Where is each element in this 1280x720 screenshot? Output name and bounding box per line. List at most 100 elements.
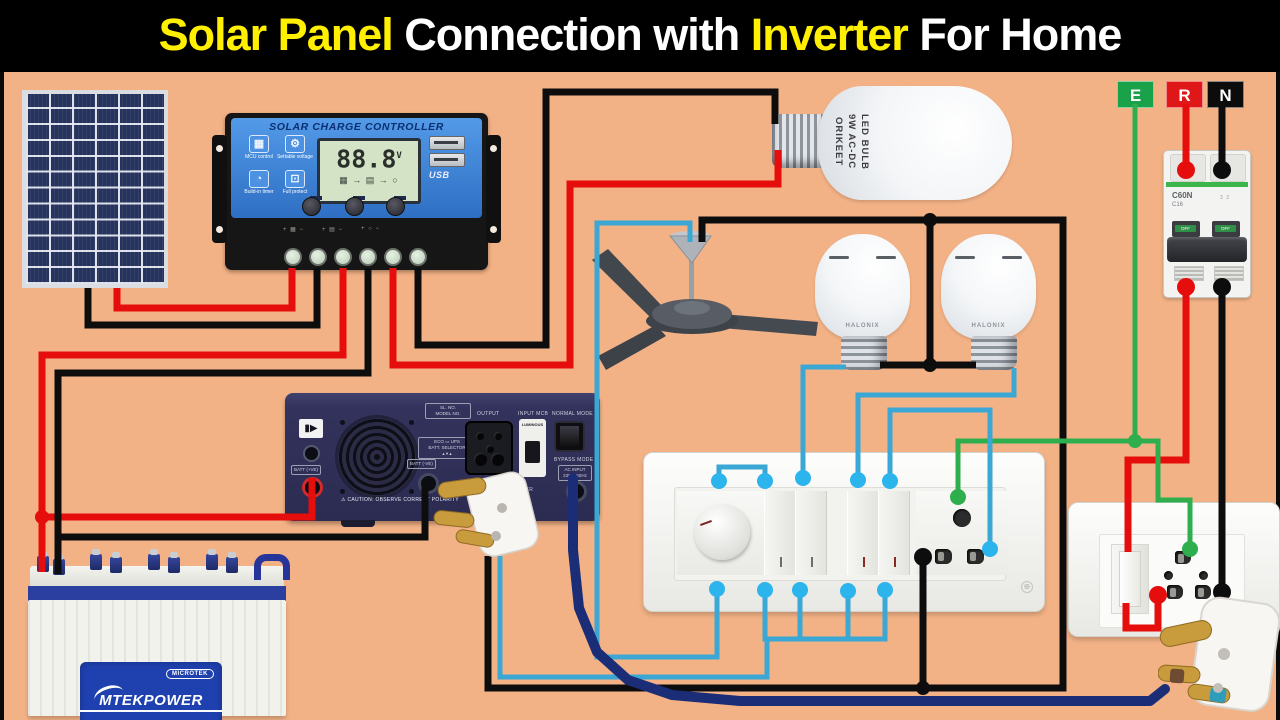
usb-label: USB [429, 170, 450, 180]
dc-jack[interactable] [303, 445, 320, 462]
controller-set-button[interactable] [302, 197, 321, 216]
terminal-pv-negative[interactable] [309, 248, 327, 266]
battery-blue-band [28, 586, 286, 601]
switch-1[interactable] [764, 491, 796, 575]
output-label: OUTPUT [477, 411, 500, 417]
inverter-output-plug[interactable] [430, 450, 542, 565]
bulb-brand: HALONIX [971, 323, 1006, 329]
controller-updown-button[interactable] [386, 197, 405, 216]
plug-screw [497, 503, 507, 513]
batt-positive-label: BATT (+VE) [291, 465, 321, 475]
plug-screw [1213, 683, 1223, 693]
battery-positive-terminal[interactable] [302, 477, 323, 498]
ceiling-fan [592, 231, 818, 370]
frame-edge-left [0, 72, 4, 720]
ac-supply-plug[interactable] [1158, 594, 1280, 720]
plug-screw [1218, 648, 1230, 660]
switch-3[interactable] [847, 491, 879, 575]
controller-mount-tab [486, 135, 501, 243]
terminal-pv-positive[interactable] [284, 248, 302, 266]
battery-positive-post[interactable] [37, 551, 49, 572]
switch-2[interactable] [795, 491, 827, 575]
bulb-vent [1002, 256, 1022, 259]
plug-pin [455, 529, 495, 548]
voltage-readout: 88.8V [336, 144, 402, 174]
breaker-vent [1214, 266, 1244, 281]
socket-live-hole [935, 549, 952, 564]
live-label: R [1166, 81, 1203, 108]
mcu-control-icon: ▦MCU control [237, 135, 281, 165]
terminal-load-positive[interactable] [384, 248, 402, 266]
socket-earth-hole [953, 509, 971, 527]
screw: ⊕ [1021, 581, 1033, 593]
bulb-1-cap [841, 336, 887, 370]
inverter-input-mcb[interactable]: LUMINOUS [519, 419, 546, 477]
breaker-vent [1174, 266, 1204, 281]
junction-dot [35, 510, 49, 524]
junction-dot [916, 681, 930, 695]
fan-blade-right [722, 314, 818, 336]
regulator-knob[interactable] [694, 504, 750, 560]
led-bulb-1: HALONIX [815, 234, 910, 339]
title-bar: Solar Panel Connection with Inverter For… [0, 0, 1280, 72]
bulb-vent [829, 256, 849, 259]
battery-body: MICROTEK MTEKPOWER 100Ah [28, 600, 286, 720]
battery-cell-cap [148, 549, 160, 570]
bulb-brand: HALONIX [845, 323, 880, 329]
full-protect-icon: ⊡Full protect [273, 170, 317, 200]
fan-canopy [668, 235, 712, 264]
battery-charge-icon: ▮▶ [299, 419, 323, 438]
inverter-battery: MICROTEK MTEKPOWER 100Ah [28, 549, 290, 720]
junction-dot [1128, 434, 1142, 448]
battery-cell-cap [110, 552, 122, 573]
breaker-terminal[interactable] [1210, 154, 1246, 182]
terminal-load-negative[interactable] [409, 248, 427, 266]
input-mcb-label: INPUT MCB [518, 411, 549, 417]
breaker-rating: C16 [1172, 202, 1184, 208]
solar-charge-controller: SOLAR CHARGE CONTROLLER ▦MCU control ⚙Se… [212, 113, 501, 270]
plug-pin-band [1169, 668, 1185, 684]
breaker-pole-1: OFF [1172, 221, 1200, 237]
switch-4[interactable] [878, 491, 910, 575]
plug-screw [491, 531, 501, 541]
controller-mount-tab [212, 135, 227, 243]
battery-handle[interactable] [254, 554, 290, 580]
earth-label: E [1117, 81, 1154, 108]
controller-up-button[interactable] [345, 197, 364, 216]
junction-dot [923, 213, 937, 227]
plug-earth-pin [437, 477, 487, 499]
battery-label: MICROTEK MTEKPOWER 100Ah [80, 662, 222, 720]
breaker-terminal[interactable] [1170, 154, 1206, 182]
battery-maker-logo: MICROTEK [166, 669, 214, 679]
bulb-vent [955, 256, 975, 259]
bulb-vent [876, 256, 896, 259]
battery-negative-post[interactable] [53, 554, 65, 575]
terminal-battery-negative[interactable] [359, 248, 377, 266]
fan-blade-left-up [592, 249, 662, 317]
inverter-output-socket[interactable] [465, 421, 513, 475]
breaker-toggle[interactable] [1167, 237, 1247, 262]
board2-switch[interactable] [1111, 544, 1149, 614]
battery-cell-cap [206, 549, 218, 570]
breaker-pole-marks: 3 3 [1220, 195, 1230, 201]
board1-socket[interactable] [916, 491, 1008, 575]
usb-ports[interactable]: USB [429, 136, 469, 180]
socket2-live-pin [1167, 585, 1183, 599]
mode-rocker-switch[interactable] [554, 421, 585, 452]
socket2-earth-pin [1175, 551, 1191, 564]
ac-input-terminal[interactable] [566, 481, 587, 502]
socket2-hole [1199, 571, 1208, 580]
solar-panel [22, 90, 168, 288]
breaker-model: C60N [1172, 191, 1193, 200]
inverter-fan-grille [335, 415, 419, 499]
fan-rod [689, 258, 694, 306]
terminal-battery-positive[interactable] [334, 248, 352, 266]
controller-lcd: 88.8V ▦ → ▤ → ○ [317, 138, 421, 204]
inverter-foot [341, 520, 375, 527]
frame-edge-right [1276, 72, 1280, 720]
main-switch-board: ⊕ [643, 452, 1045, 612]
serial-plate: SL. NO.MODEL NO. [425, 403, 471, 419]
